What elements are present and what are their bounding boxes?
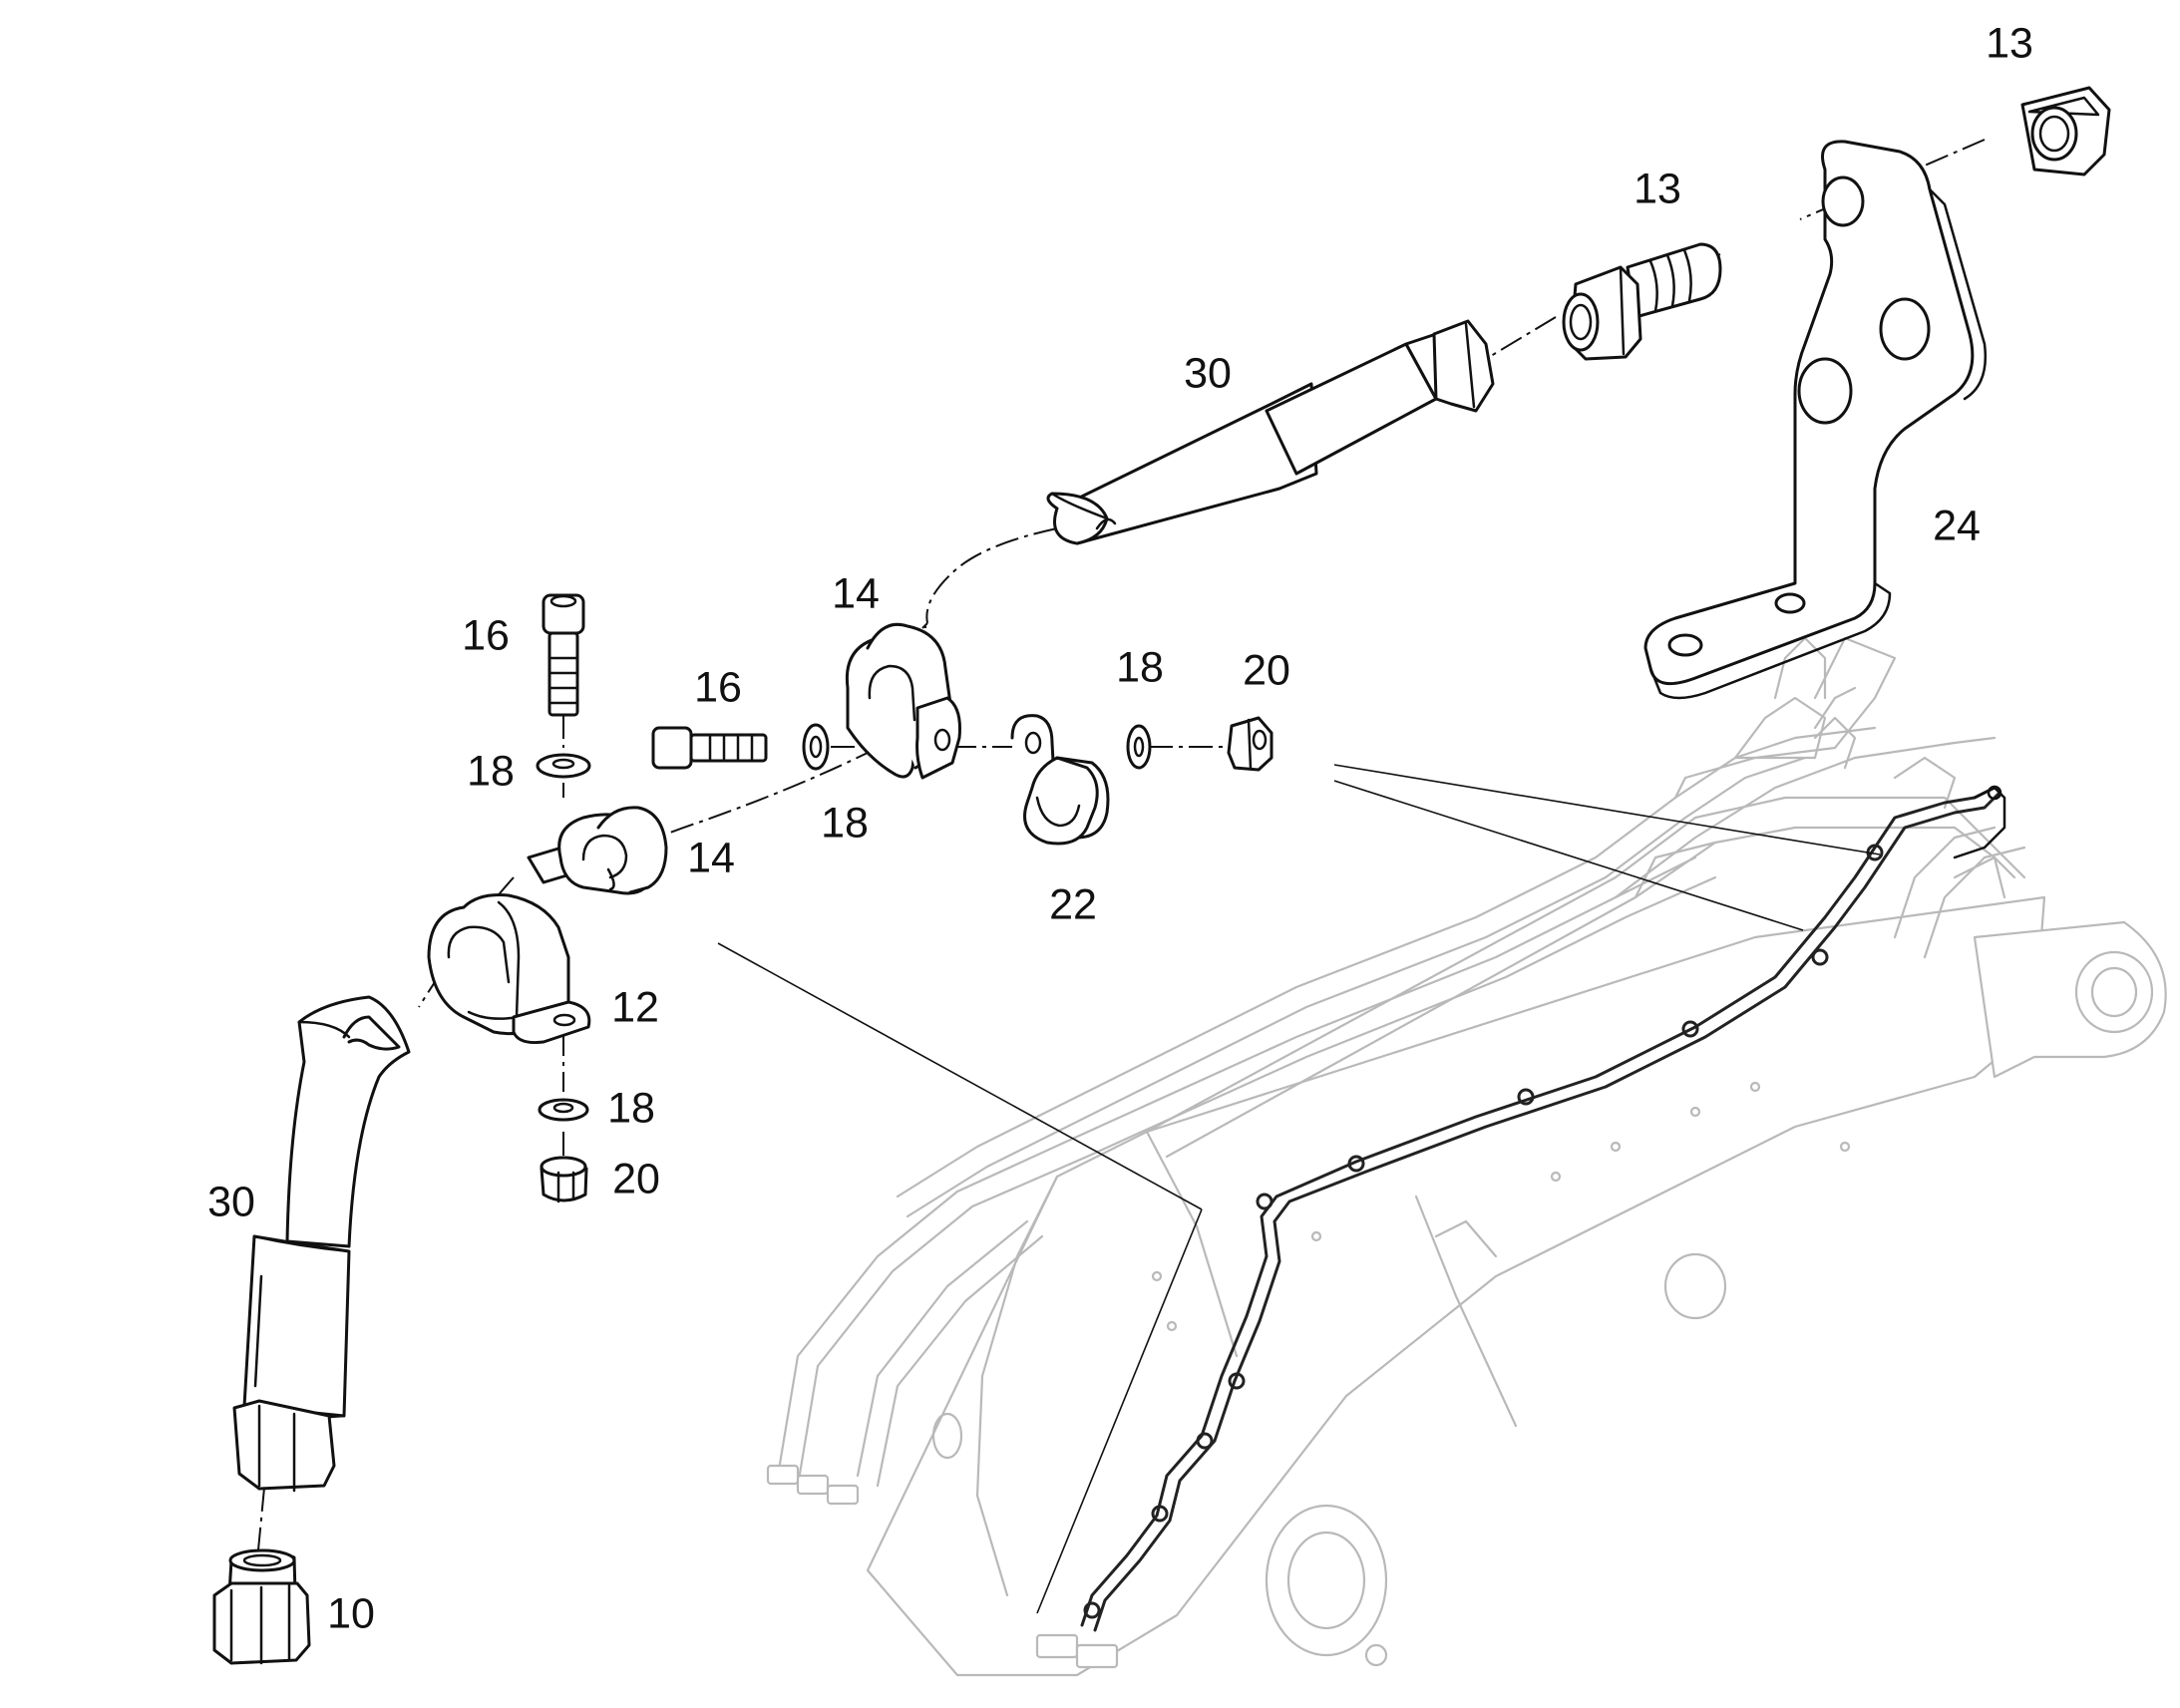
- label-nut-13-top: 13: [1986, 19, 2033, 68]
- hex-nut-13-top: [2020, 86, 2111, 176]
- label-nut-20-horizontal: 20: [1243, 646, 1290, 695]
- label-bolt-16-horizontal: 16: [694, 663, 742, 712]
- washer-18-vertical-bottom: [538, 1098, 589, 1122]
- label-nut-20-vertical: 20: [612, 1155, 660, 1203]
- clamp-block-12: [427, 893, 591, 1044]
- label-hose-30-top: 30: [1184, 349, 1232, 398]
- bolt-16-vertical: [542, 593, 585, 717]
- clamp-14-left: [527, 806, 668, 895]
- leader-lines: [717, 764, 1881, 1614]
- hose-30-top: [1046, 319, 1495, 545]
- clamp-half-22: [1010, 714, 1110, 846]
- clamp-14-upper: [845, 622, 961, 780]
- highlighted-hose-route: [1080, 785, 2006, 1632]
- label-clamp-block-12: 12: [611, 983, 659, 1032]
- washer-18-horizontal-right: [1126, 724, 1152, 770]
- bolt-16-horizontal: [651, 726, 768, 770]
- nut-20-vertical: [540, 1156, 588, 1203]
- label-washer-18-h-right: 18: [1116, 643, 1164, 692]
- label-clamp-14-upper: 14: [832, 569, 880, 618]
- label-washer-18-v-top: 18: [467, 747, 515, 796]
- label-washer-18-h-left: 18: [821, 799, 869, 848]
- label-clamp-half-22: 22: [1049, 880, 1097, 929]
- washer-18-horizontal-left: [802, 723, 830, 771]
- adapter-10-bottom: [212, 1548, 311, 1665]
- label-washer-18-v-bottom: 18: [607, 1084, 655, 1133]
- adapter-13-top: [1562, 242, 1722, 361]
- hose-30-bottom: [232, 995, 411, 1493]
- label-hose-30-bottom: 30: [207, 1178, 255, 1226]
- label-adapter-13-top: 13: [1634, 165, 1681, 213]
- boom-assembly-outline: [766, 636, 2167, 1677]
- nut-20-horizontal: [1227, 716, 1273, 772]
- label-clamp-14-left: 14: [687, 834, 735, 882]
- label-adapter-10-bottom: 10: [327, 1589, 375, 1638]
- bracket-24: [1643, 140, 1987, 700]
- label-bolt-16-vertical: 16: [462, 611, 510, 660]
- washer-18-vertical-top: [536, 753, 591, 779]
- label-bracket-24: 24: [1933, 502, 1981, 550]
